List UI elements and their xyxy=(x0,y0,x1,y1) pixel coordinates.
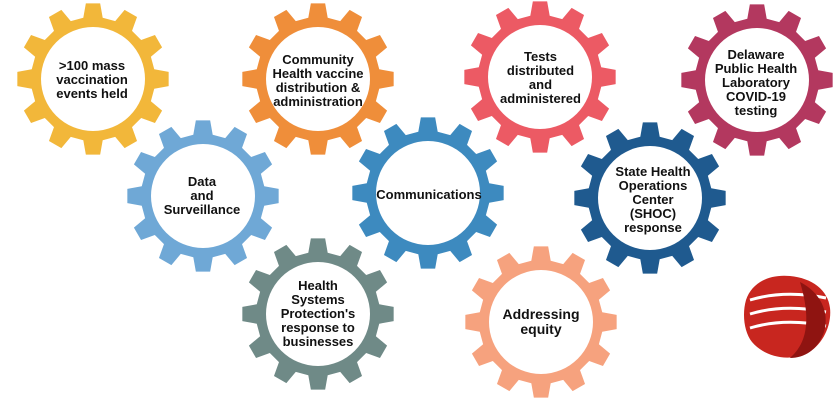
gear-equity xyxy=(465,246,617,398)
gear-label-health-systems: Health Systems Protection's response to … xyxy=(280,277,356,350)
gear-delaware-lab xyxy=(681,4,833,156)
gear-label-tests: Tests distributed and administered xyxy=(500,48,581,107)
gear-hub-health-systems xyxy=(266,262,370,366)
gear-hub-tests xyxy=(488,25,592,129)
logo-stripe xyxy=(749,292,827,302)
gear-label-communications: Communications xyxy=(376,186,482,202)
gear-hub-mass-vaccination xyxy=(41,27,145,131)
gear-data-surveillance xyxy=(127,120,279,272)
gear-label-equity: Addressing equity xyxy=(502,305,580,337)
delaware-public-health-logo-icon xyxy=(744,275,831,358)
gear-mass-vaccination xyxy=(17,3,169,155)
gear-hub-communications xyxy=(376,141,480,245)
gear-label-shoc: State Health Operations Center (SHOC) re… xyxy=(615,163,691,236)
gear-hub-data-surveillance xyxy=(151,144,255,248)
gear-label-delaware-lab: Delaware Public Health Laboratory COVID-… xyxy=(714,46,798,119)
gear-label-mass-vaccination: >100 mass vaccination events held xyxy=(56,57,128,102)
gear-shoc xyxy=(574,122,726,274)
gear-community-health xyxy=(242,3,394,155)
gear-hub-equity xyxy=(489,270,593,374)
gear-health-systems xyxy=(242,238,394,390)
gear-hub-community-health xyxy=(266,27,370,131)
gear-label-community-health: Community Health vaccine distribution & … xyxy=(272,51,364,110)
gear-hub-delaware-lab xyxy=(705,28,809,132)
gear-label-data-surveillance: Data and Surveillance xyxy=(163,173,241,218)
logo-shade xyxy=(790,282,826,358)
gear-communications xyxy=(352,117,504,269)
gear-hub-shoc xyxy=(598,146,702,250)
gear-tests xyxy=(464,1,616,153)
